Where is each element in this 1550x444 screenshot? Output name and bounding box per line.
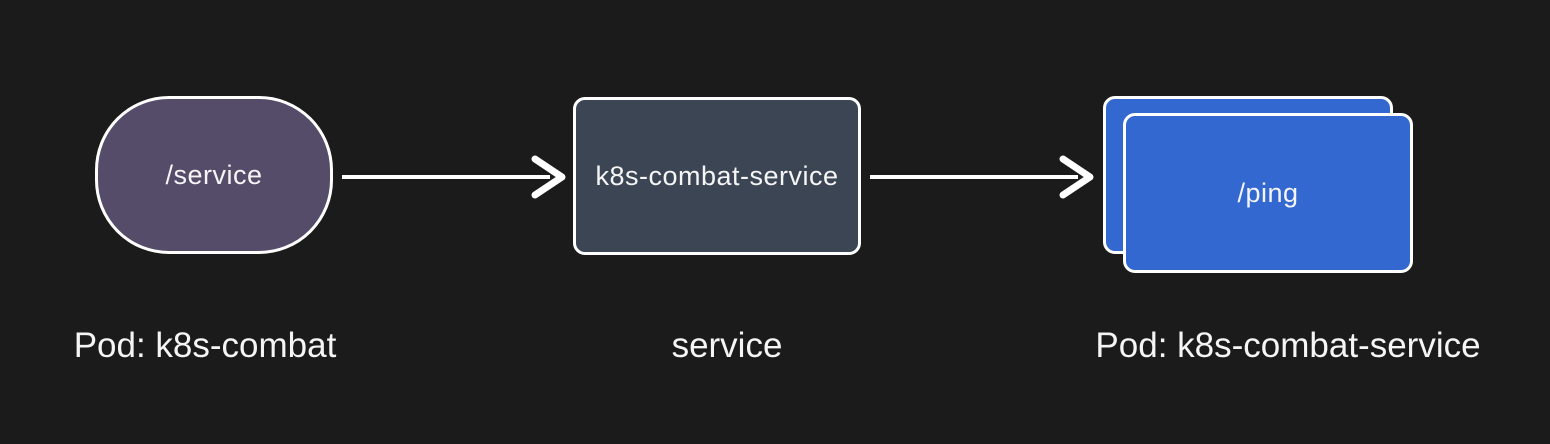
caption-pod-k8s-combat-service: Pod: k8s-combat-service xyxy=(1095,326,1481,365)
node-server-endpoint: /ping xyxy=(1123,113,1413,273)
node-service: k8s-combat-service xyxy=(573,97,861,255)
caption-service: service xyxy=(671,326,783,365)
caption-pod-k8s-combat: Pod: k8s-combat xyxy=(73,326,337,365)
node-client-endpoint-label: /service xyxy=(165,159,263,190)
node-client-endpoint: /service xyxy=(95,96,333,254)
arrow-client-to-service xyxy=(342,155,566,199)
arrow-service-to-server xyxy=(870,155,1094,199)
node-server-endpoint-label: /ping xyxy=(1237,177,1299,208)
node-service-label: k8s-combat-service xyxy=(595,160,839,191)
